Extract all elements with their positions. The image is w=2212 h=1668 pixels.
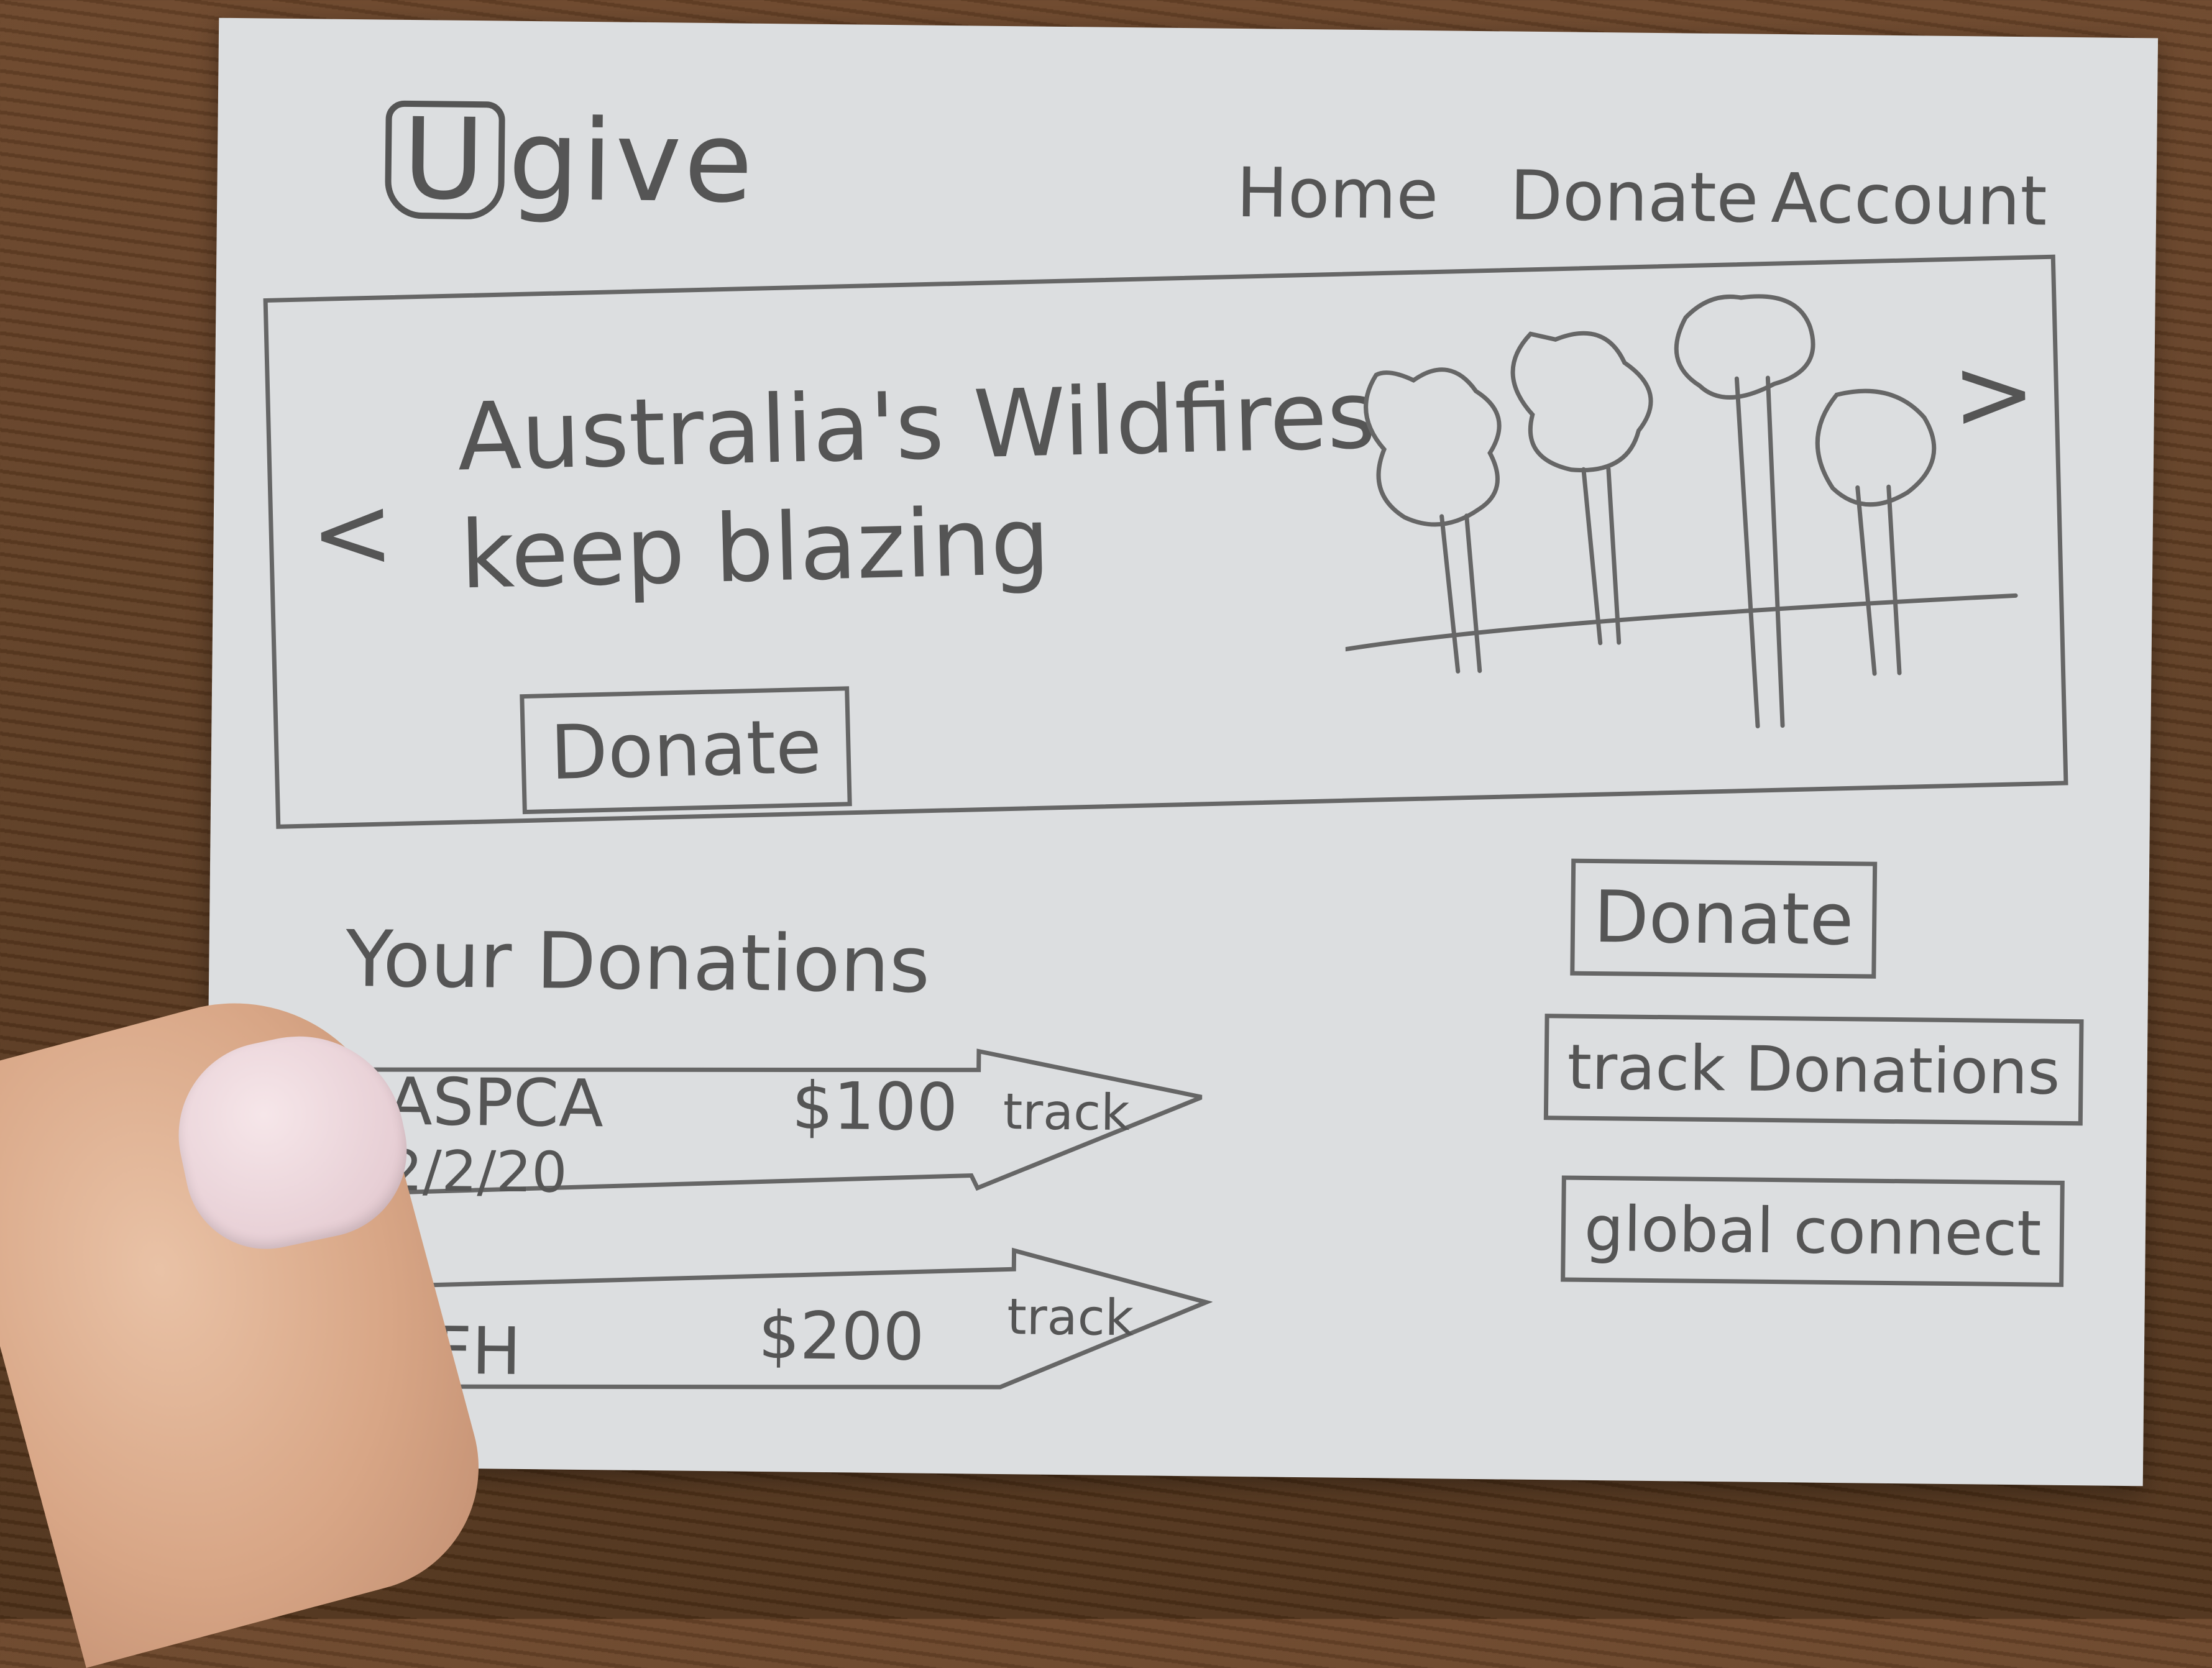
nav-donate[interactable]: Donate — [1509, 155, 1759, 238]
carousel-next-arrow[interactable]: > — [1950, 334, 2037, 452]
nav-home[interactable]: Home — [1236, 152, 1439, 235]
donation-amount: $200 — [758, 1297, 925, 1375]
hero-carousel: < Australia's Wildfires keep blazing Don… — [263, 254, 2068, 829]
your-donations-title: Your Donations — [345, 914, 930, 1010]
donation-track-button[interactable]: track — [1006, 1288, 1134, 1347]
global-connect-button[interactable]: global connect — [1561, 1175, 2065, 1287]
sidebar-donate-button[interactable]: Donate — [1570, 858, 1878, 979]
donation-org: ASPCA — [387, 1063, 604, 1142]
donation-amount: $100 — [791, 1068, 958, 1146]
hero-donate-button[interactable]: Donate — [520, 686, 853, 815]
trees-illustration — [1343, 294, 2018, 729]
track-donations-button[interactable]: track Donations — [1543, 1014, 2084, 1126]
nav-account[interactable]: Account — [1770, 158, 2048, 241]
donation-row-shape — [349, 1048, 1203, 1196]
donation-track-button[interactable]: track — [1003, 1083, 1130, 1142]
hero-title: Australia's Wildfires keep blazing — [456, 361, 1377, 610]
donation-row-hfh[interactable]: HFH $200 track — [341, 1237, 1213, 1401]
carousel-prev-arrow[interactable]: < — [309, 474, 396, 592]
donation-date: 2/2/20 — [387, 1138, 568, 1206]
donation-row-aspca[interactable]: ASPCA 2/2/20 $100 track — [343, 1038, 1203, 1206]
